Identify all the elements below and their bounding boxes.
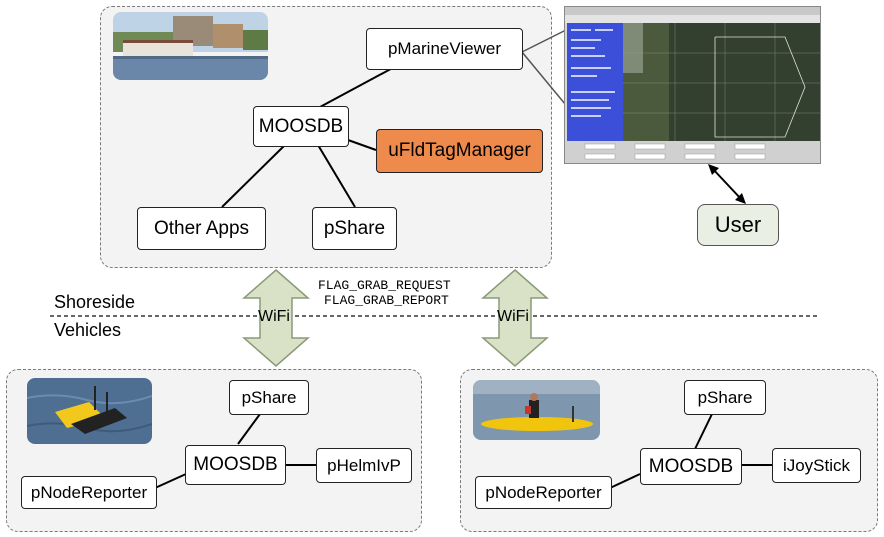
shoreside-label: Shoreside xyxy=(54,292,136,312)
shoreside-moosdb-node: MOOSDB xyxy=(253,106,349,147)
vehicle1-pshare-node: pShare xyxy=(229,380,309,415)
vehicle1-pnodereporter-node: pNodeReporter xyxy=(21,476,157,509)
link-moosdb-tagmanager xyxy=(347,139,377,151)
shoreside-photo xyxy=(113,12,268,80)
wifi-arrow-right-shape xyxy=(481,269,549,367)
vehicle2-pnodereporter-node: pNodeReporter xyxy=(475,476,612,509)
link-moosdb-otherapps xyxy=(221,144,286,208)
flag-grab-report-label: FLAG_GRAB_REPORT xyxy=(324,293,449,308)
wifi-right-label: WiFi xyxy=(497,308,529,325)
user-screen-link xyxy=(711,167,743,201)
vehicles-label: Vehicles xyxy=(54,320,122,340)
v1-link-moosdb-reporter xyxy=(154,473,187,489)
vehicle1-phelmivp-node: pHelmIvP xyxy=(316,448,412,483)
pmarineviewer-node: pMarineViewer xyxy=(366,28,523,70)
link-viewer-screen-top xyxy=(521,29,567,53)
vehicle1-photo xyxy=(27,378,152,444)
v2-link-moosdb-pshare xyxy=(694,413,713,450)
user-node: User xyxy=(697,204,779,246)
link-moosdb-viewer xyxy=(319,63,401,108)
link-viewer-screen-bottom xyxy=(521,51,571,111)
wifi-arrow-left-shape xyxy=(242,269,310,367)
ufldtagmanager-node: uFldTagManager xyxy=(376,129,543,173)
vehicle2-pshare-node: pShare xyxy=(684,380,766,415)
marineviewer-screenshot xyxy=(564,6,821,164)
v2-link-moosdb-reporter xyxy=(609,473,641,489)
vehicle2-photo xyxy=(473,380,600,440)
other-apps-node: Other Apps xyxy=(137,207,266,250)
v1-link-moosdb-pshare xyxy=(237,413,261,445)
shoreside-pshare-node: pShare xyxy=(312,207,397,250)
vehicle2-moosdb-node: MOOSDB xyxy=(640,448,742,485)
vehicle2-ijoystick-node: iJoyStick xyxy=(772,448,861,483)
link-moosdb-pshare xyxy=(317,144,356,208)
flag-grab-request-label: FLAG_GRAB_REQUEST xyxy=(318,278,451,293)
wifi-left-label: WiFi xyxy=(258,308,290,325)
vehicle1-moosdb-node: MOOSDB xyxy=(185,445,286,485)
